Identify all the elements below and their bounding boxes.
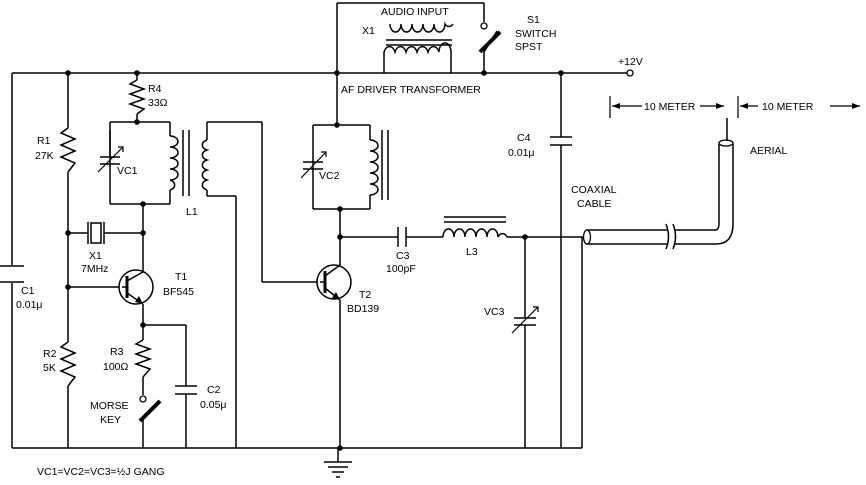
crystal-x1 <box>87 222 105 244</box>
label-r1-value: 27K <box>35 150 54 162</box>
label-x1-top: X1 <box>362 25 375 37</box>
label-r4-value: 33Ω <box>148 97 168 109</box>
transformer-l1 <box>169 130 210 196</box>
label-s1-type1: SWITCH <box>515 28 556 40</box>
ground-symbol <box>324 461 352 478</box>
label-dim-left: 10 METER <box>644 101 696 113</box>
transistor-t2 <box>316 264 352 301</box>
label-r3-value: 100Ω <box>103 361 129 373</box>
supply-terminal <box>626 69 634 77</box>
resistor-r2 <box>59 341 77 387</box>
morse-key <box>138 395 162 423</box>
coil-l3 <box>442 216 508 238</box>
label-c4-value: 0.01μ <box>508 147 535 159</box>
label-t2-type: BD139 <box>347 303 379 315</box>
label-c1-value: 0.01μ <box>16 299 43 311</box>
label-t1-name: T1 <box>175 271 187 283</box>
resistor-r4 <box>127 79 147 115</box>
label-r1-name: R1 <box>37 135 51 147</box>
capacitor-c1 <box>0 265 24 283</box>
label-r2-value: 5K <box>43 362 56 374</box>
label-coax2: CABLE <box>577 198 611 210</box>
label-audio-input: AUDIO INPUT <box>381 6 449 18</box>
label-af-driver: AF DRIVER TRANSFORMER <box>341 84 481 96</box>
label-dim-right: 10 METER <box>762 101 814 113</box>
capacitor-c3 <box>397 227 407 247</box>
transistor-t1 <box>118 269 154 305</box>
resistor-r3 <box>133 339 153 378</box>
label-c3-value: 100pF <box>386 263 416 275</box>
label-c1-name: C1 <box>21 285 35 297</box>
junction-dots <box>65 70 564 451</box>
component-labels: AUDIO INPUT X1 S1 SWITCH SPST +12V AF DR… <box>16 6 814 478</box>
label-vc3: VC3 <box>484 306 505 318</box>
label-vc1: VC1 <box>117 165 138 177</box>
label-supply: +12V <box>618 56 643 68</box>
wires <box>11 2 627 462</box>
label-c2-name: C2 <box>207 384 221 396</box>
label-vc2: VC2 <box>319 170 340 182</box>
label-l3: L3 <box>466 246 478 258</box>
tank-coil-l2 <box>369 130 389 200</box>
variable-capacitor-vc3 <box>511 306 539 334</box>
label-r2-name: R2 <box>43 348 57 360</box>
capacitor-c2 <box>175 385 197 395</box>
label-aerial: AERIAL <box>750 145 788 157</box>
label-s1-name: S1 <box>527 14 540 26</box>
label-r4-name: R4 <box>148 83 162 95</box>
af-driver-transformer <box>383 21 454 55</box>
dimension-lines <box>609 96 860 118</box>
label-s1-type2: SPST <box>515 41 543 53</box>
label-gang-note: VC1=VC2=VC3=½J GANG <box>37 466 165 478</box>
label-c2-value: 0.05μ <box>200 399 227 411</box>
label-c3-name: C3 <box>396 250 410 262</box>
label-key2: KEY <box>100 414 121 426</box>
label-t2-name: T2 <box>359 289 371 301</box>
switch-s1 <box>478 22 502 54</box>
variable-capacitor-vc2 <box>300 151 327 179</box>
label-x1-freq: 7MHz <box>81 263 108 275</box>
label-r3-name: R3 <box>110 346 124 358</box>
resistor-r1 <box>59 127 77 173</box>
variable-capacitor-vc1 <box>97 130 124 173</box>
label-l1: L1 <box>186 206 198 218</box>
label-x1-name: X1 <box>89 250 102 262</box>
label-t1-type: BF545 <box>163 286 194 298</box>
label-coax1: COAXIAL <box>571 184 617 196</box>
capacitor-c4 <box>550 136 572 146</box>
coaxial-cable <box>582 118 734 250</box>
label-key1: MORSE <box>90 400 129 412</box>
label-c4-name: C4 <box>517 132 531 144</box>
